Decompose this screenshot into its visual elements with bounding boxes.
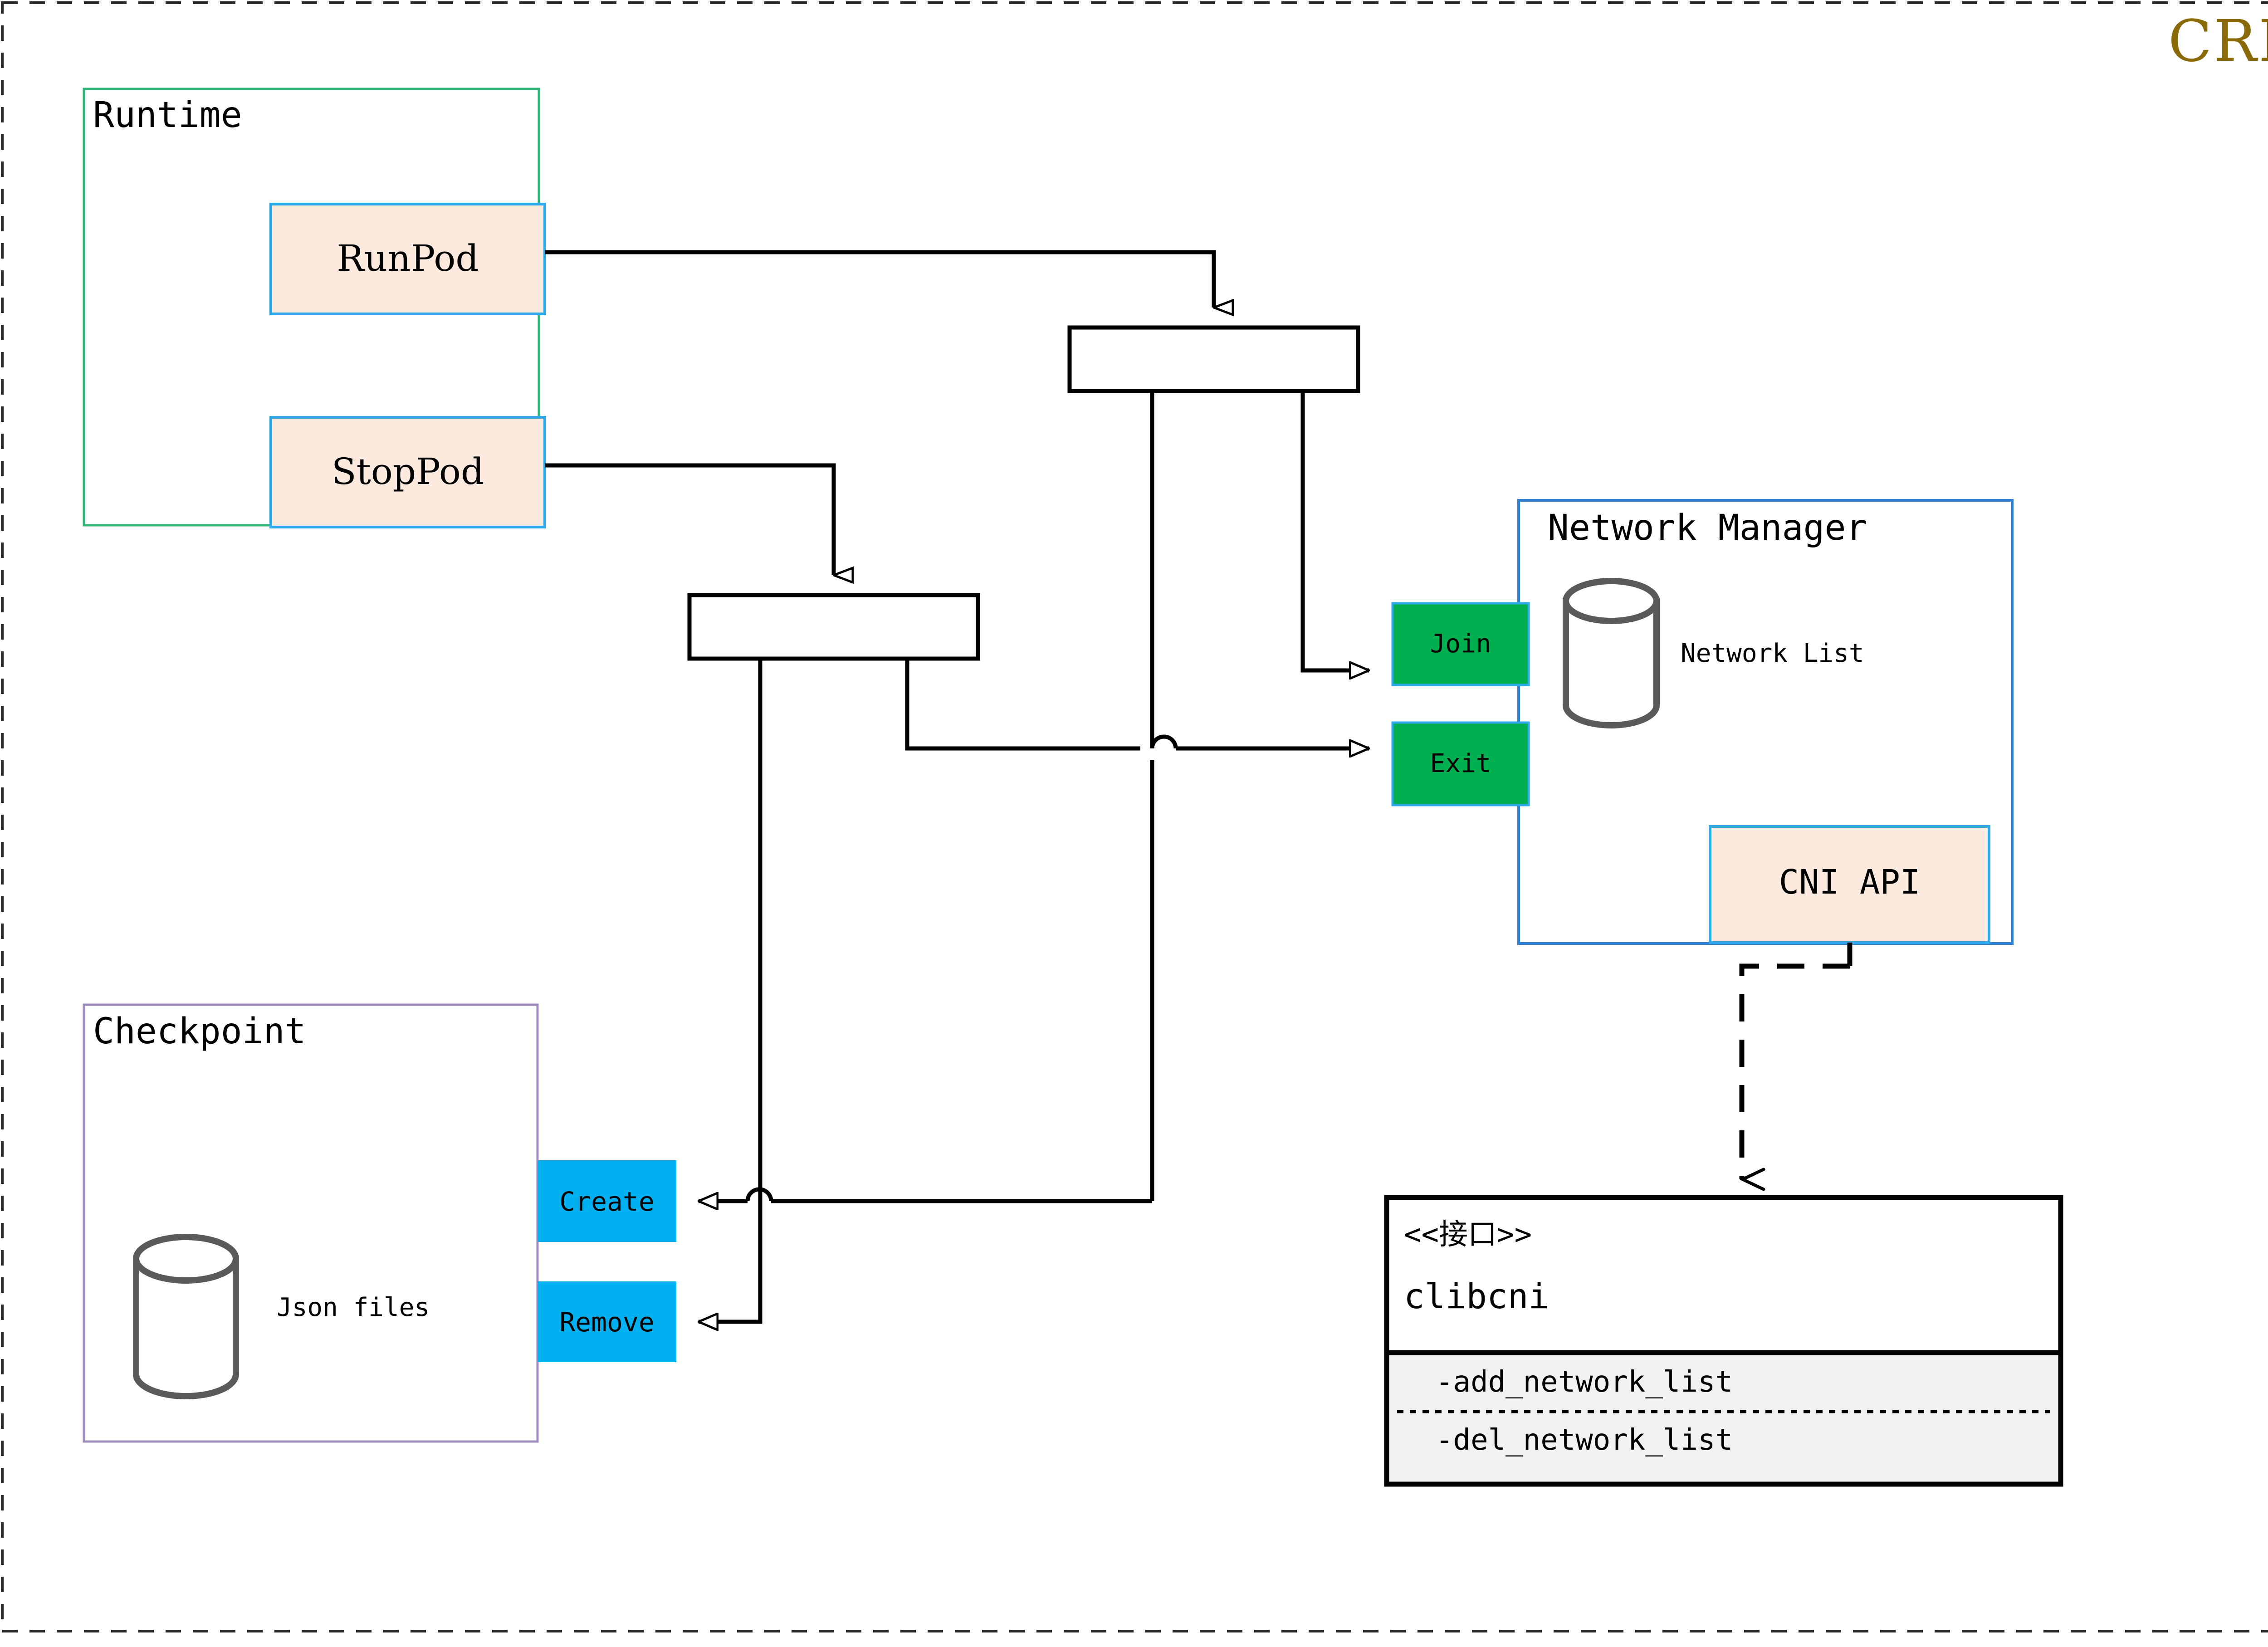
diagram-title: CRI (2168, 8, 2268, 74)
clibcni-name: clibcni (1404, 1276, 1549, 1316)
runpod-box (269, 203, 546, 315)
fork-runpod-bar (1067, 325, 1360, 393)
edge-fork-to-exit-arc (1150, 734, 1178, 749)
create-label[interactable]: Create (559, 1186, 655, 1217)
exit-label[interactable]: Exit (1430, 749, 1491, 778)
edge-stoppod-to-fork (545, 463, 834, 575)
edge-forkstop-to-remove (699, 659, 763, 1322)
fork-stoppod-bar (687, 593, 980, 661)
edge-fork-to-join (1300, 391, 1369, 670)
network-manager-group-label: Network Manager (1548, 508, 1867, 548)
network-list-cylinder-icon (1563, 578, 1660, 728)
clibcni-method-del: -del_network_list (1436, 1423, 1733, 1457)
json-files-cylinder-icon (133, 1234, 239, 1399)
stoppod-label[interactable]: StopPod (331, 450, 484, 493)
edge-runpod-to-fork (545, 250, 1214, 308)
remove-label[interactable]: Remove (559, 1307, 655, 1338)
network-list-label: Network List (1681, 639, 1864, 668)
cni-api-label[interactable]: CNI API (1779, 863, 1921, 902)
create-box (538, 1160, 676, 1242)
join-label[interactable]: Join (1430, 629, 1491, 659)
runtime-group-label: Runtime (93, 95, 242, 136)
cni-api-box (1709, 825, 1990, 944)
stoppod-box (269, 416, 546, 528)
edge-cniapi-to-clibcni (1739, 963, 1850, 1179)
edge-forkstop-right-to-exitline (905, 659, 1140, 751)
json-files-label: Json files (277, 1293, 430, 1322)
clibcni-method-add: -add_network_list (1436, 1365, 1733, 1399)
checkpoint-group-label: Checkpoint (93, 1011, 306, 1052)
clibcni-methods-compartment (1389, 1353, 2058, 1481)
runpod-label[interactable]: RunPod (337, 237, 479, 279)
remove-box (538, 1281, 676, 1362)
join-box (1391, 602, 1530, 686)
exit-box (1391, 721, 1530, 806)
clibcni-stereotype: <<接口>> (1404, 1218, 1532, 1251)
